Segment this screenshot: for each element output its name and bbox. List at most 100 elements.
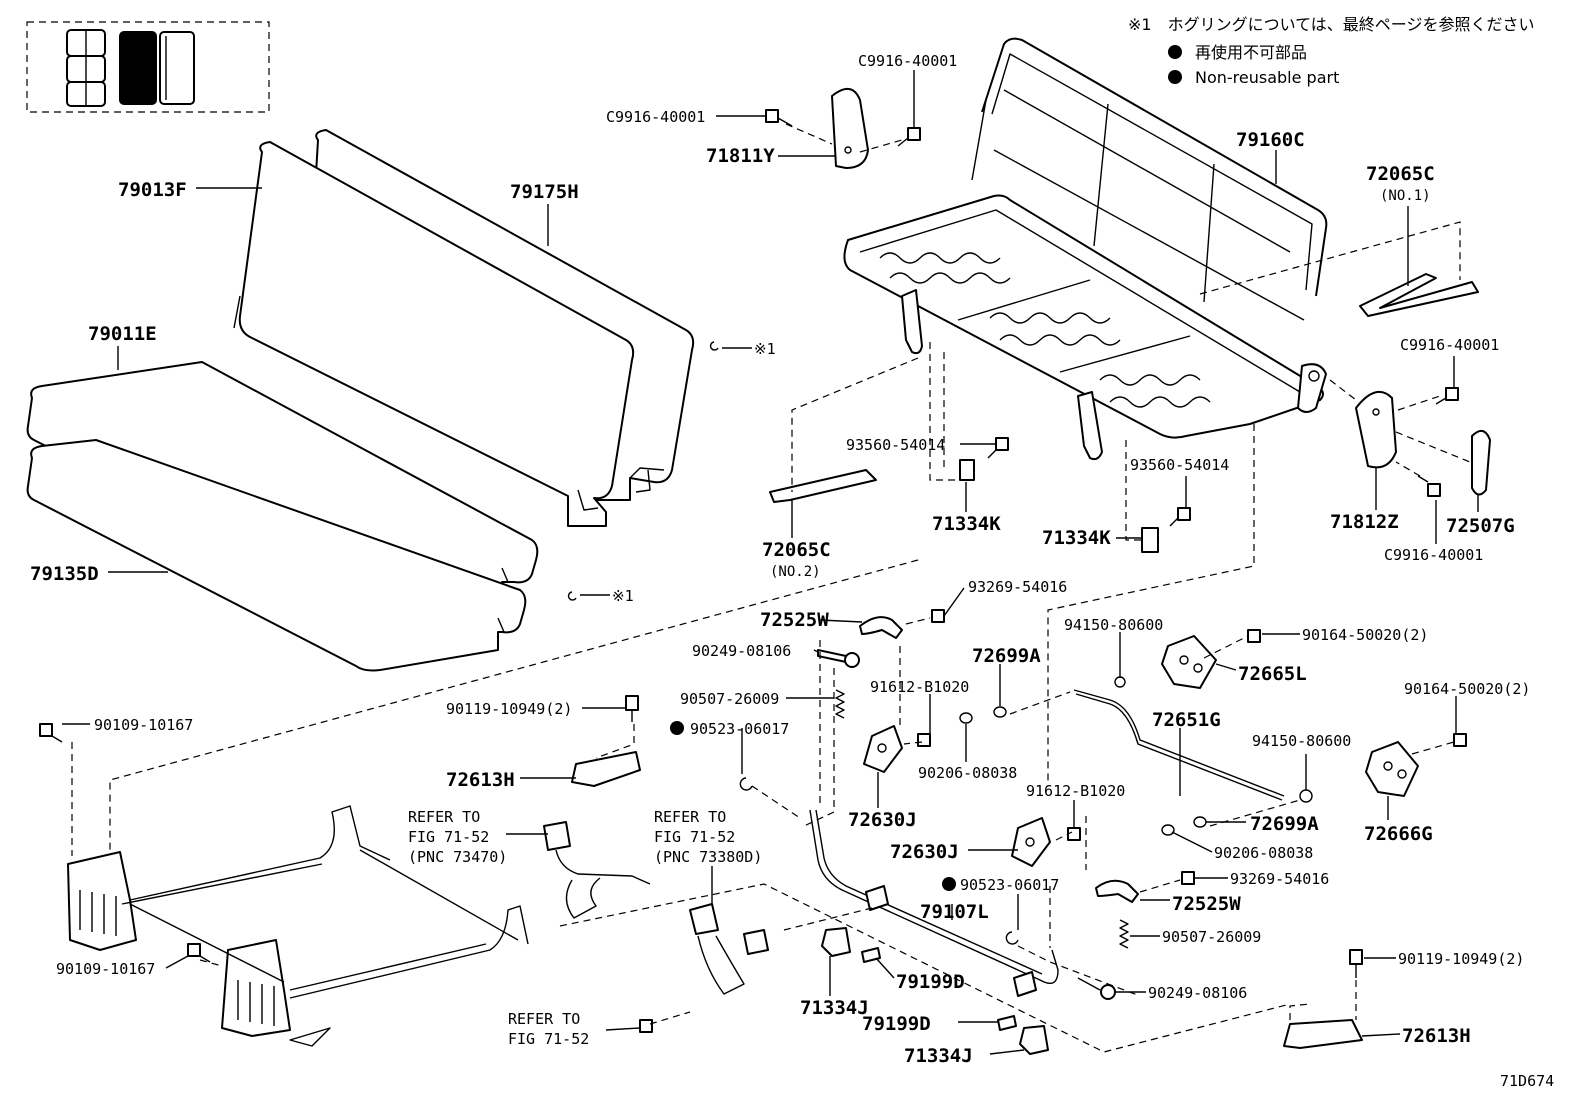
label-72699a-a: 72699A bbox=[972, 645, 1041, 667]
label-refer-1a: REFER TO bbox=[408, 808, 480, 826]
bolt-icon bbox=[1453, 733, 1467, 747]
bolt-icon bbox=[187, 943, 211, 963]
label-79199d-a: 79199D bbox=[896, 971, 965, 993]
label-91612-b: 91612-B1020 bbox=[1026, 782, 1125, 800]
spring-90507 bbox=[835, 689, 845, 719]
seat-frame bbox=[843, 37, 1328, 461]
label-90249-b: 90249-08106 bbox=[1148, 984, 1247, 1002]
label-hog-ring-b: ※1 bbox=[612, 587, 634, 605]
label-90507-b: 90507-26009 bbox=[1162, 928, 1261, 946]
label-71811y: 71811Y bbox=[706, 145, 775, 167]
legend-notes: ※1 ホグリングについては、最終ページを参照ください 再使用不可部品 Non-r… bbox=[1128, 15, 1534, 87]
label-72525w-a: 72525W bbox=[760, 609, 829, 631]
label-72630j-a: 72630J bbox=[848, 809, 917, 831]
label-71334j-b: 71334J bbox=[904, 1045, 973, 1067]
label-72651g: 72651G bbox=[1152, 709, 1221, 731]
label-91612-a: 91612-B1020 bbox=[870, 678, 969, 696]
label-72507g: 72507G bbox=[1446, 515, 1515, 537]
lock-72630j bbox=[1011, 817, 1051, 867]
label-90164-a: 90164-50020(2) bbox=[1302, 626, 1428, 644]
buckle-icon bbox=[689, 903, 719, 935]
bolt-icon bbox=[917, 733, 931, 747]
hog-ring-icon bbox=[709, 341, 719, 351]
label-90164-b: 90164-50020(2) bbox=[1404, 680, 1530, 698]
label-79011e: 79011E bbox=[88, 323, 157, 345]
damper-72665l bbox=[1161, 635, 1217, 689]
bolt-icon bbox=[625, 695, 639, 722]
assembly-guides bbox=[71, 123, 1471, 1053]
part-labels: 79013F 79175H 79011E 79135D ※1 ※1 C9916-… bbox=[30, 52, 1554, 1090]
figure-code: 71D674 bbox=[1500, 1072, 1554, 1090]
clip-71334k bbox=[959, 459, 975, 481]
lock-72630j bbox=[863, 725, 903, 773]
label-79107l: 79107L bbox=[920, 901, 989, 923]
hog-ring-icon bbox=[567, 591, 577, 601]
label-90507-a: 90507-26009 bbox=[680, 690, 779, 708]
hogring-note: ※1 ホグリングについては、最終ページを参照ください bbox=[1128, 15, 1534, 34]
label-72065c-2: 72065C bbox=[762, 539, 831, 561]
cover-72507g bbox=[1471, 429, 1491, 496]
label-72699a-b: 72699A bbox=[1250, 813, 1319, 835]
label-72666g: 72666G bbox=[1364, 823, 1433, 845]
straps bbox=[769, 273, 1479, 503]
bolt-icon bbox=[39, 723, 63, 743]
bracket-72613h bbox=[571, 751, 641, 787]
dampers bbox=[1161, 635, 1419, 797]
label-79160c: 79160C bbox=[1236, 129, 1305, 151]
bolt-icon bbox=[1349, 949, 1363, 978]
label-72613h-a: 72613H bbox=[446, 769, 515, 791]
label-90206-b: 90206-08038 bbox=[1214, 844, 1313, 862]
rod-72651g bbox=[1073, 689, 1285, 797]
label-refer-2b: FIG 71-52 bbox=[654, 828, 735, 846]
non-reusable-jp: 再使用不可部品 bbox=[1195, 43, 1307, 62]
release-mechanism bbox=[809, 616, 1285, 997]
label-no1: (NO.1) bbox=[1380, 188, 1431, 204]
pad-79199d bbox=[997, 1015, 1017, 1031]
label-c9916-a: C9916-40001 bbox=[858, 52, 957, 70]
label-93269-b: 93269-54016 bbox=[1230, 870, 1329, 888]
lever-72525w bbox=[1095, 879, 1139, 903]
label-no2: (NO.2) bbox=[770, 564, 821, 580]
bolt-icon bbox=[987, 437, 1009, 459]
bolt-icon bbox=[639, 1019, 653, 1033]
label-94150-b: 94150-80600 bbox=[1252, 732, 1351, 750]
non-reusable-bullet-icon bbox=[1168, 45, 1182, 59]
bolt-icon bbox=[1247, 629, 1261, 643]
label-71334k-b: 71334K bbox=[1042, 527, 1111, 549]
label-72065c-1: 72065C bbox=[1366, 163, 1435, 185]
damper-72666g bbox=[1365, 741, 1419, 797]
rod-79107l bbox=[809, 809, 1059, 984]
label-90109-a: 90109-10167 bbox=[94, 716, 193, 734]
label-93269-a: 93269-54016 bbox=[968, 578, 1067, 596]
label-72630j-b: 72630J bbox=[890, 841, 959, 863]
bumper-71334j bbox=[1019, 1025, 1049, 1055]
label-refer-2c: (PNC 73380D) bbox=[654, 848, 762, 866]
label-79135d: 79135D bbox=[30, 563, 99, 585]
e-ring-icon bbox=[739, 777, 753, 791]
hinge-covers bbox=[831, 88, 1491, 496]
bracket-72613h bbox=[1283, 1019, 1363, 1049]
seat-position-indicator bbox=[26, 21, 270, 113]
label-90523-b: 90523-06017 bbox=[960, 876, 1059, 894]
label-71334j-a: 71334J bbox=[800, 997, 869, 1019]
clip-71334k bbox=[1141, 527, 1159, 553]
label-hog-ring-a: ※1 bbox=[754, 340, 776, 358]
nut-94150 bbox=[1299, 789, 1313, 803]
non-reusable-bullet-icon bbox=[1168, 70, 1182, 84]
seat-cushions bbox=[26, 129, 719, 672]
buckle-icon bbox=[543, 821, 571, 851]
label-90119-b: 90119-10949(2) bbox=[1398, 950, 1524, 968]
bolt-icon bbox=[1169, 507, 1191, 527]
label-90206-a: 90206-08038 bbox=[918, 764, 1017, 782]
label-refer-1b: FIG 71-52 bbox=[408, 828, 489, 846]
non-reusable-en: Non-reusable part bbox=[1195, 68, 1339, 87]
cover-71812z bbox=[1355, 390, 1397, 469]
label-90249-a: 90249-08106 bbox=[692, 642, 791, 660]
label-71334k-a: 71334K bbox=[932, 513, 1001, 535]
seatbelts bbox=[543, 821, 769, 995]
label-refer-2a: REFER TO bbox=[654, 808, 726, 826]
label-79175h: 79175H bbox=[510, 181, 579, 203]
label-90109-b: 90109-10167 bbox=[56, 960, 155, 978]
label-93560-b: 93560-54014 bbox=[1130, 456, 1229, 474]
